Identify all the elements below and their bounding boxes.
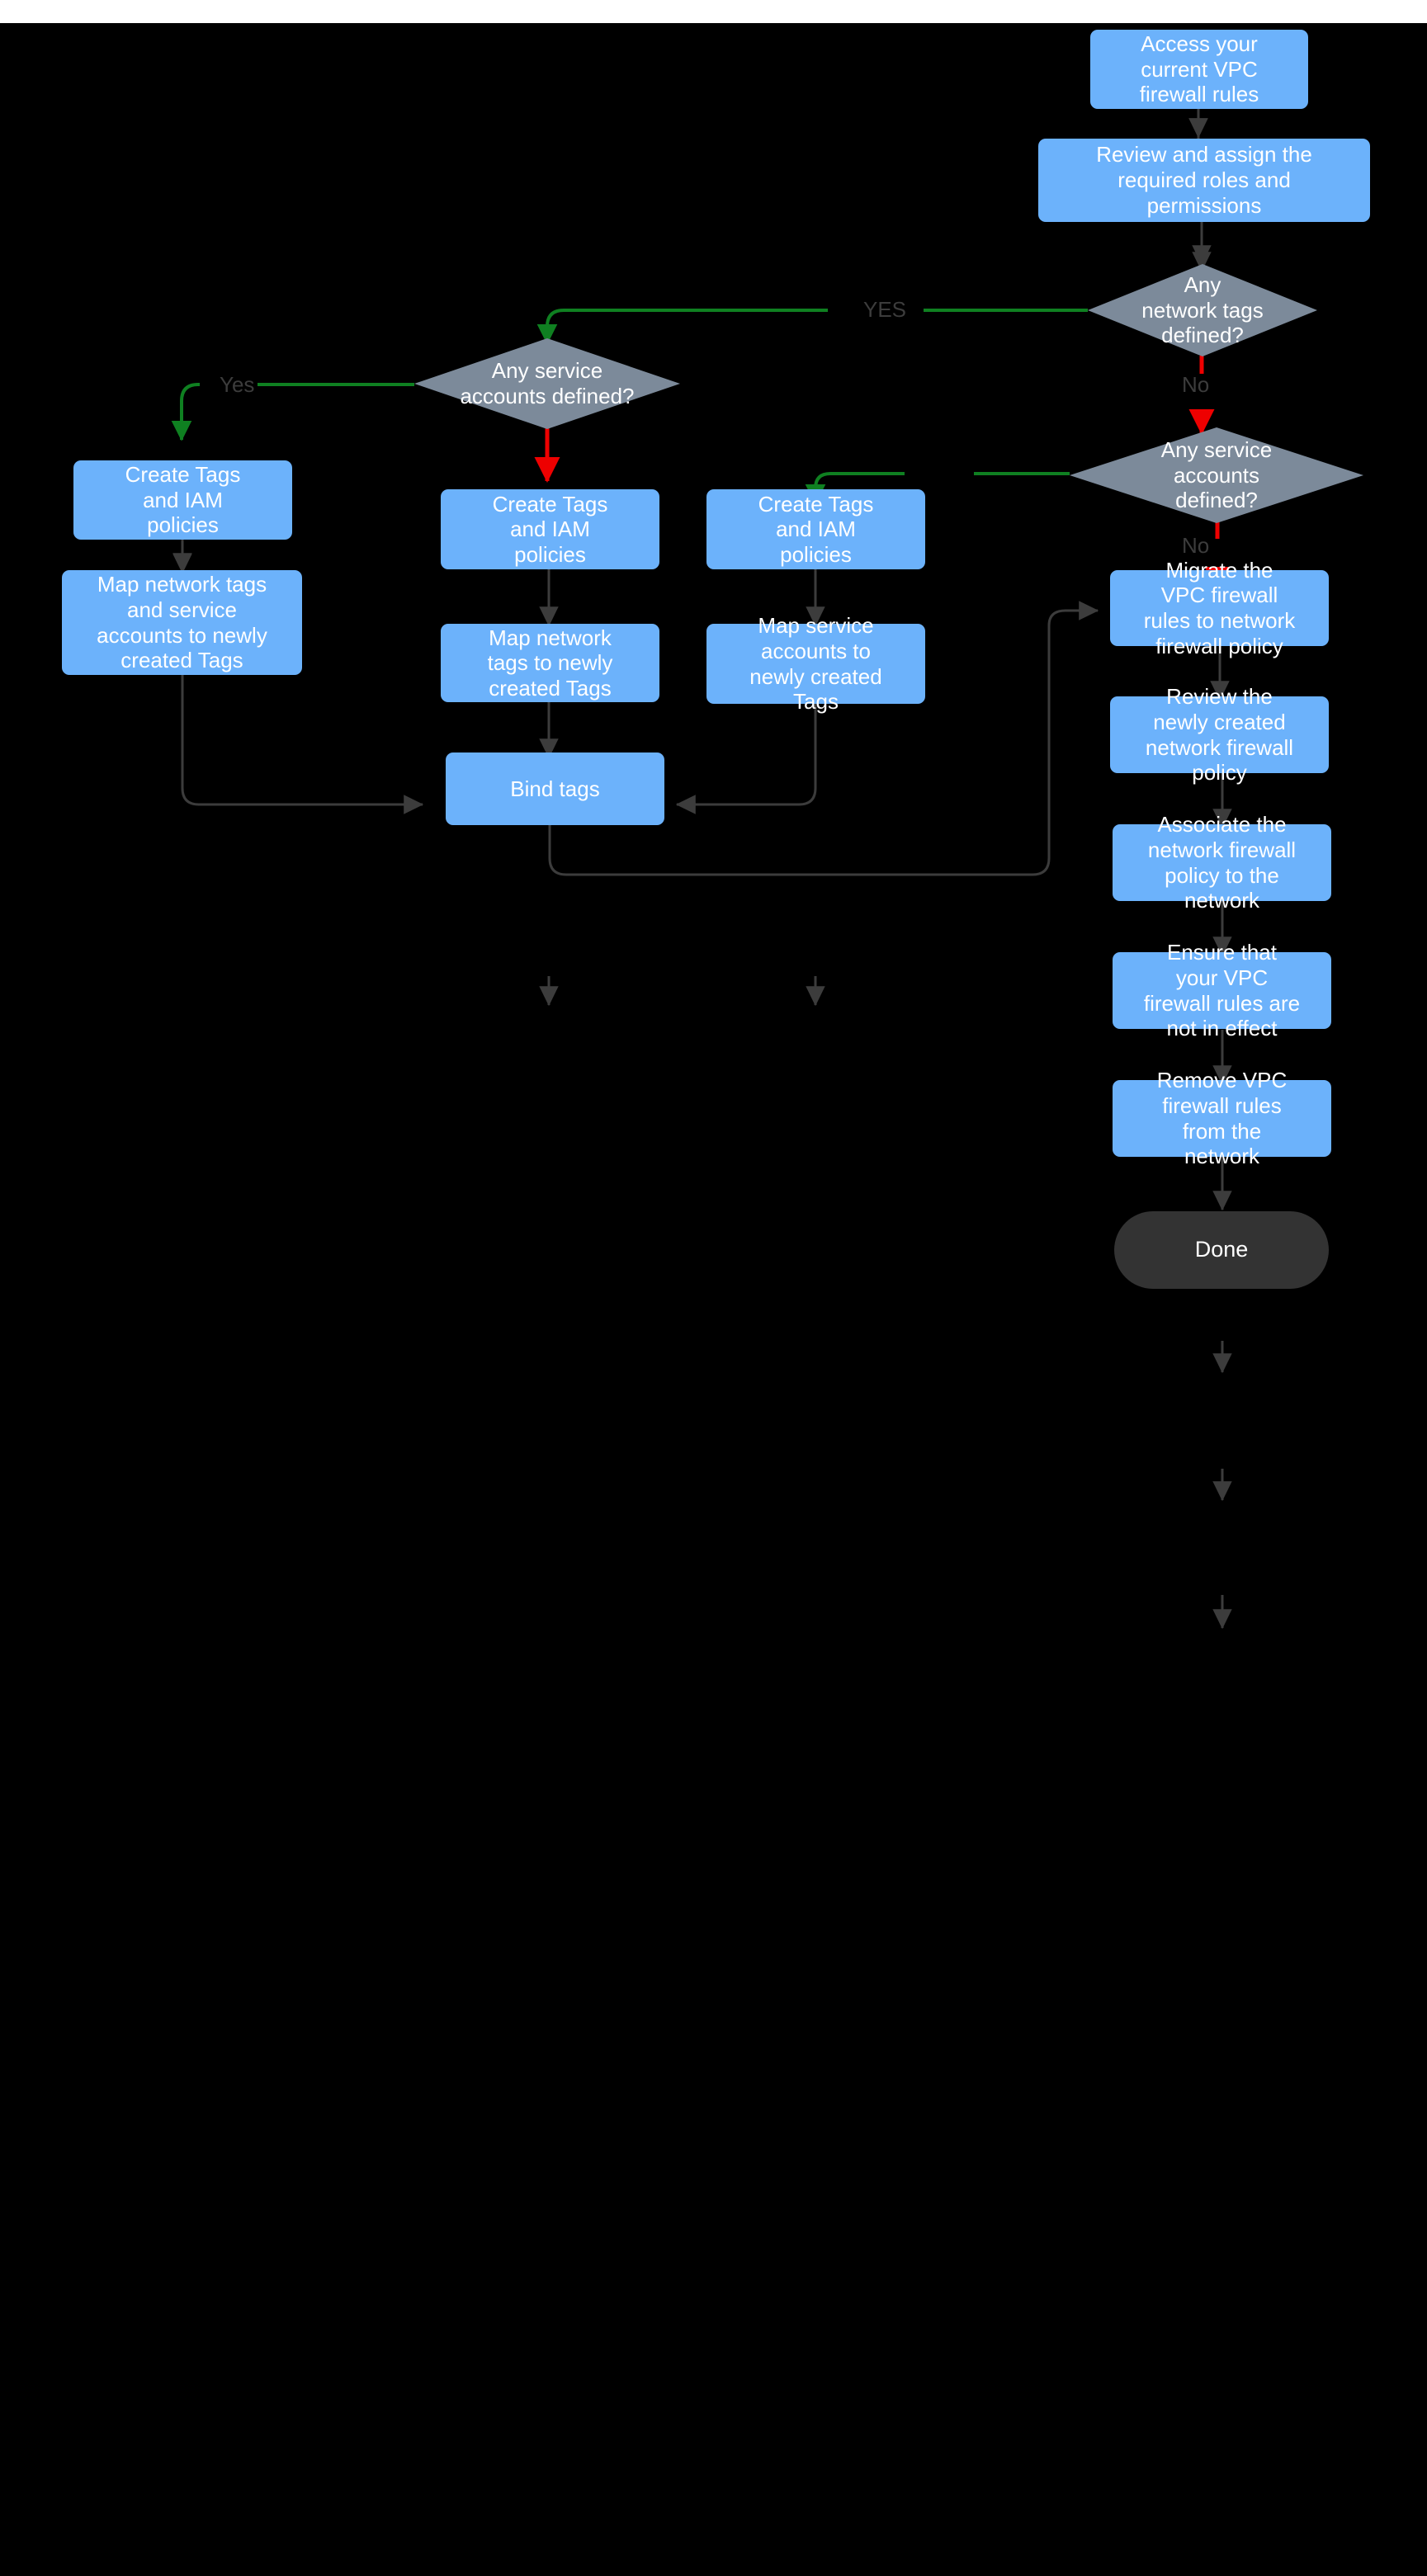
edge-label-yes-network-tags: YES: [860, 299, 910, 320]
node-bind-tags[interactable]: Bind tags: [446, 753, 664, 825]
node-label: Review the newly created network firewal…: [1145, 684, 1294, 786]
edge-label-no-service-accounts-right: No: [1179, 535, 1213, 556]
node-associate-network-firewall-policy-to-network[interactable]: Associate the network firewall policy to…: [1113, 812, 1331, 913]
node-label: Create Tags and IAM policies: [758, 491, 874, 567]
node-label: Any network tags defined?: [1141, 271, 1264, 348]
node-label: Review and assign the required roles and…: [1096, 142, 1312, 218]
node-label: Remove VPC firewall rules from the netwo…: [1156, 1068, 1288, 1169]
node-review-newly-created-network-firewall-policy[interactable]: Review the newly created network firewal…: [1110, 684, 1329, 785]
node-any-network-tags-defined[interactable]: Any network tags defined?: [1088, 264, 1317, 356]
diamond-shape: [1088, 264, 1317, 356]
node-label: Access your current VPC firewall rules: [1139, 31, 1259, 107]
node-review-and-assign-roles[interactable]: Review and assign the required roles and…: [1038, 139, 1370, 222]
node-label: Any service accounts defined?: [1160, 436, 1273, 513]
edge-label-no-network-tags: No: [1179, 374, 1213, 395]
node-label: Map network tags and service accounts to…: [97, 572, 267, 673]
node-label: Bind tags: [510, 776, 600, 801]
node-create-tags-iam-policies-mid[interactable]: Create Tags and IAM policies: [441, 489, 659, 569]
node-ensure-vpc-firewall-rules-not-in-effect[interactable]: Ensure that your VPC firewall rules are …: [1113, 940, 1331, 1040]
node-remove-vpc-firewall-rules-from-network[interactable]: Remove VPC firewall rules from the netwo…: [1113, 1068, 1331, 1168]
node-access-current-vpc-firewall-rules[interactable]: Access your current VPC firewall rules: [1090, 30, 1308, 109]
node-map-service-accounts-to-newly-created-tags[interactable]: Map service accounts to newly created Ta…: [706, 613, 925, 714]
flowchart-canvas: Access your current VPC firewall rules R…: [0, 23, 1427, 2576]
node-create-tags-iam-policies-left[interactable]: Create Tags and IAM policies: [73, 460, 292, 540]
node-label: Create Tags and IAM policies: [492, 491, 608, 567]
node-label: Map network tags to newly created Tags: [487, 625, 613, 701]
edge-yes-svc-b: [171, 383, 200, 441]
node-map-network-tags-to-newly-created-tags[interactable]: Map network tags to newly created Tags: [441, 624, 659, 702]
edge-group-default: [172, 108, 1232, 1630]
diamond-shape: [1070, 427, 1363, 523]
node-label: Migrate the VPC firewall rules to networ…: [1143, 557, 1296, 658]
node-label: Done: [1194, 1237, 1249, 1262]
edge-label-yes-service-accounts-left: Yes: [216, 374, 258, 395]
node-any-service-accounts-defined-right[interactable]: Any service accounts defined?: [1070, 427, 1363, 523]
edge-mapsvc-bind: [675, 701, 817, 814]
node-label: Associate the network firewall policy to…: [1147, 812, 1297, 913]
flowchart-edges: [171, 108, 1232, 1630]
diamond-shape: [414, 338, 680, 429]
node-done[interactable]: Done: [1114, 1211, 1329, 1289]
node-create-tags-iam-policies-third[interactable]: Create Tags and IAM policies: [706, 489, 925, 569]
node-map-network-tags-and-service-accounts[interactable]: Map network tags and service accounts to…: [62, 570, 302, 675]
edge-mapboth-bind: [181, 675, 424, 814]
node-any-service-accounts-defined-left[interactable]: Any service accounts defined?: [414, 338, 680, 429]
node-label: Create Tags and IAM policies: [125, 462, 241, 538]
node-label: Any service accounts defined?: [460, 358, 635, 408]
node-label: Ensure that your VPC firewall rules are …: [1143, 940, 1301, 1041]
node-label: Map service accounts to newly created Ta…: [749, 613, 882, 715]
node-migrate-vpc-firewall-rules[interactable]: Migrate the VPC firewall rules to networ…: [1110, 558, 1329, 658]
